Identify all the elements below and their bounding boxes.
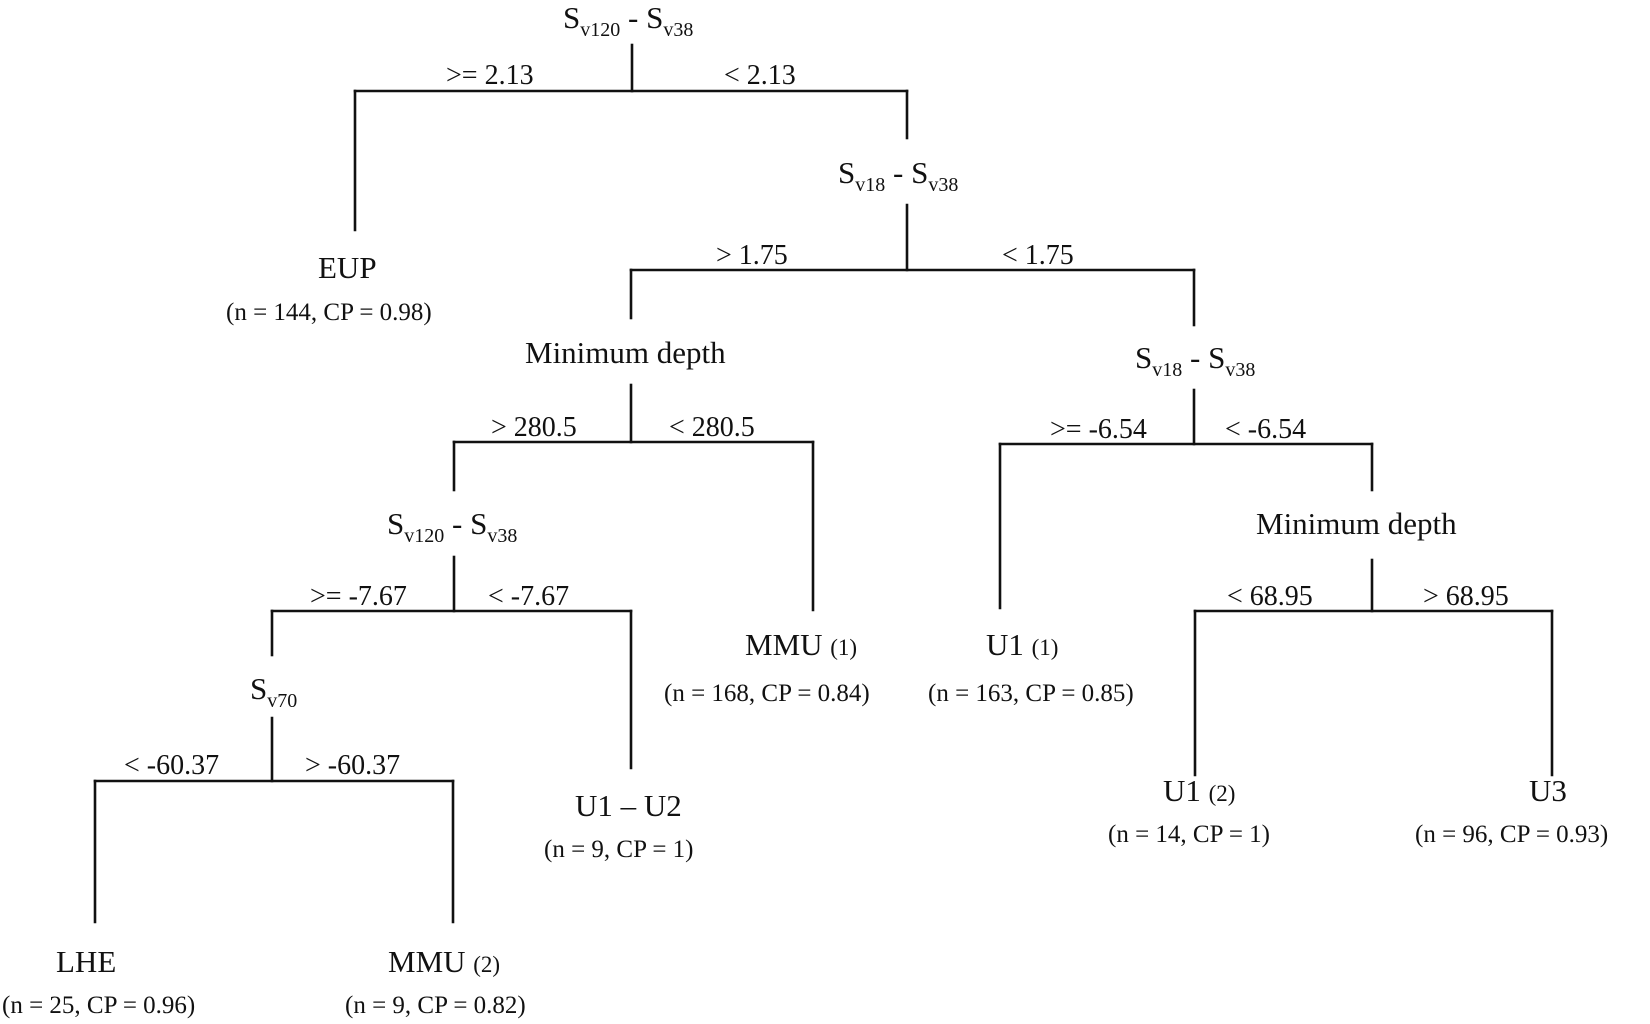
leaf-mmu2-stats: (n = 9, CP = 0.82) <box>345 992 526 1019</box>
condition-root-left: >= 2.13 <box>446 60 534 91</box>
leaf-u1-1-stats: (n = 163, CP = 0.85) <box>928 680 1134 707</box>
leaf-lhe-stats: (n = 25, CP = 0.96) <box>2 992 196 1019</box>
leaf-eup-name: EUP <box>318 250 377 285</box>
condition-sv70-right: > -60.37 <box>305 750 401 781</box>
condition-sv70-left: < -60.37 <box>124 750 220 781</box>
node-sv18-a: Sv18 - Sv38 <box>838 155 959 196</box>
leaf-u3-stats: (n = 96, CP = 0.93) <box>1415 821 1609 848</box>
node-sv120-b: Sv120 - Sv38 <box>387 506 518 547</box>
condition-root-right: < 2.13 <box>724 60 796 91</box>
condition-sv18b-right: < -6.54 <box>1225 414 1307 445</box>
leaf-mmu2-name: MMU (2) <box>388 944 501 979</box>
node-minimum-depth-b: Minimum depth <box>1256 506 1457 541</box>
condition-sv18a-left: > 1.75 <box>716 240 788 271</box>
condition-sv18b-left: >= -6.54 <box>1050 414 1147 445</box>
node-root: Sv120 - Sv38 <box>563 0 694 41</box>
condition-sv120b-left: >= -7.67 <box>310 581 407 612</box>
node-sv70: Sv70 <box>250 671 298 712</box>
condition-sv18a-right: < 1.75 <box>1002 240 1074 271</box>
condition-sv120b-right: < -7.67 <box>488 581 570 612</box>
leaf-u1-2-stats: (n = 14, CP = 1) <box>1108 821 1270 848</box>
leaf-u1u2-name: U1 – U2 <box>575 788 682 823</box>
node-minimum-depth-a: Minimum depth <box>525 335 726 370</box>
leaf-u3-name: U3 <box>1529 773 1567 808</box>
condition-mda-left: > 280.5 <box>491 412 577 443</box>
leaf-mmu1-stats: (n = 168, CP = 0.84) <box>664 680 870 707</box>
condition-mdb-left: < 68.95 <box>1227 581 1313 612</box>
leaf-lhe-name: LHE <box>56 944 117 979</box>
leaf-mmu1-name: MMU (1) <box>745 627 858 662</box>
condition-mdb-right: > 68.95 <box>1423 581 1509 612</box>
leaf-eup-stats: (n = 144, CP = 0.98) <box>226 299 432 326</box>
condition-mda-right: < 280.5 <box>669 412 755 443</box>
leaf-u1-2-name: U1 (2) <box>1163 773 1236 808</box>
leaf-u1u2-stats: (n = 9, CP = 1) <box>544 836 694 863</box>
leaf-u1-1-name: U1 (1) <box>986 627 1059 662</box>
node-sv18-b: Sv18 - Sv38 <box>1135 340 1256 381</box>
